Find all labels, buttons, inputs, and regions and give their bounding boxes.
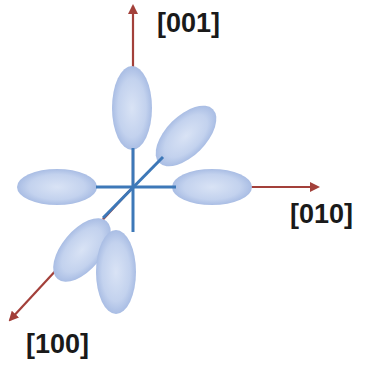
axis-label: [010] [290,201,353,228]
axis-label: [001] [157,10,220,37]
axis-arrows [10,6,318,320]
orbital-lobes [17,66,252,314]
axis-label: [100] [26,331,89,358]
axis-lines [96,148,176,232]
